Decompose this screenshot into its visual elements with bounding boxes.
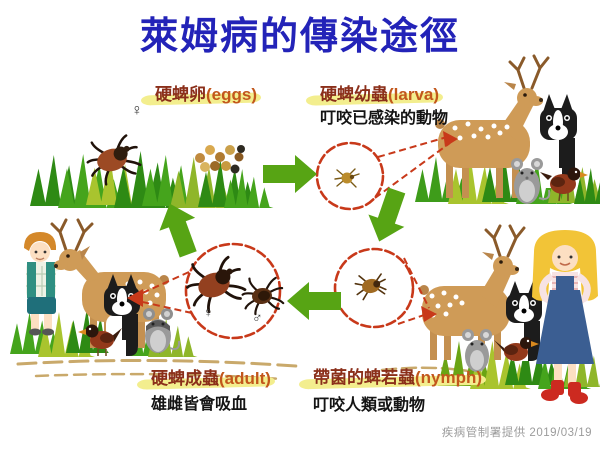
label-larva: 硬蜱幼蟲(larva) <box>305 80 444 106</box>
red-boots <box>541 380 588 404</box>
label-nymph-en: (nymph) <box>415 368 483 387</box>
mouse-bottom-left <box>143 308 181 353</box>
dog-bottom-left <box>104 274 140 356</box>
label-nymph-zh: 帶菌的蜱若蟲 <box>313 368 415 387</box>
label-eggs-zh: 硬蜱卵 <box>155 85 206 104</box>
egg-cluster <box>195 145 245 174</box>
label-adult: 硬蜱成蟲(adult) <box>136 364 276 390</box>
male-symbol-circle: ♂ <box>252 309 263 325</box>
cycle-arrow-nymph-to-adult <box>287 282 341 320</box>
label-nymph: 帶菌的蜱若蟲(nymph) <box>298 363 487 390</box>
cycle-arrow-eggs-to-larva <box>263 155 317 193</box>
adult-tick-female <box>186 255 247 314</box>
page-title: 萊姆病的傳染途徑 <box>139 16 460 58</box>
callout-lines-adult <box>127 271 193 314</box>
label-larva-en: (larva) <box>388 85 440 104</box>
note-nymph: 叮咬人類或動物 <box>313 397 426 414</box>
callout-lines-larva <box>374 131 458 199</box>
label-larva-zh: 硬蜱幼蟲 <box>320 85 388 104</box>
girl <box>532 230 598 404</box>
adult-tick-male <box>241 276 285 316</box>
label-adult-zh: 硬蜱成蟲 <box>151 369 219 388</box>
callout-lines-nymph <box>397 257 437 325</box>
bird-bottom-right <box>494 337 539 361</box>
label-eggs-en: (eggs) <box>206 85 257 104</box>
mouse-bottom-right <box>462 329 492 372</box>
label-eggs: 硬蜱卵(eggs) <box>140 80 262 106</box>
magnifier-circle-nymph <box>333 247 415 329</box>
adult-tick-on-grass <box>86 134 142 186</box>
deer-top-right <box>435 54 550 198</box>
mouse-top-right <box>511 158 551 204</box>
credit-text: 疾病管制署提供 2019/03/19 <box>441 427 592 439</box>
magnifier-circle-larva <box>315 141 385 211</box>
nymph-tick <box>354 273 387 301</box>
note-larva: 叮咬已感染的動物 <box>320 110 449 127</box>
female-symbol-grass: ♀ <box>131 102 143 119</box>
note-adult: 雄雌皆會吸血 <box>151 396 248 413</box>
larva-tick <box>334 168 360 188</box>
cycle-arrow-larva-to-nymph <box>361 184 415 248</box>
bird-top-right <box>540 167 588 202</box>
female-symbol-circle: ♀ <box>203 304 214 320</box>
bird-bottom-left <box>78 324 122 356</box>
magnifier-circle-adult <box>184 242 282 340</box>
label-adult-en: (adult) <box>219 369 271 388</box>
boy <box>24 232 82 336</box>
